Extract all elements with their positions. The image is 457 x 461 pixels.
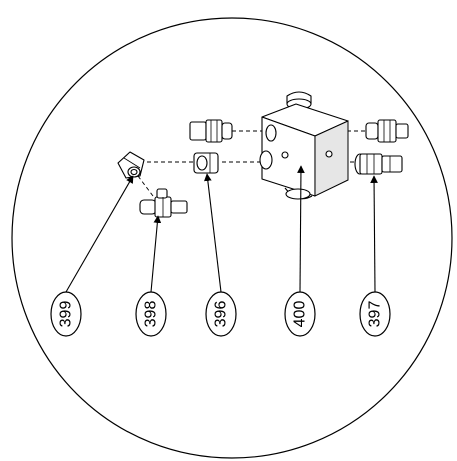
- callout-397: 397: [359, 291, 391, 337]
- fitting-397: [354, 153, 403, 175]
- leader-lines: [65, 165, 378, 293]
- nut-396: [193, 152, 219, 174]
- callout-399: 399: [50, 291, 82, 337]
- leader-399: [65, 175, 134, 293]
- callout-400: 400: [284, 291, 316, 337]
- callout-label-397: 397: [367, 301, 384, 328]
- leader-398: [150, 215, 162, 293]
- callout-label-400: 400: [292, 301, 309, 328]
- callout-398: 398: [135, 291, 167, 337]
- elbow-fitting-399: [117, 151, 145, 179]
- leader-397: [370, 175, 378, 293]
- detail-circle: [11, 17, 453, 459]
- leader-400: [297, 165, 305, 293]
- manifold-block-400: [259, 91, 349, 200]
- fitting-upper-right: [365, 119, 409, 143]
- callout-label-398: 398: [143, 301, 160, 328]
- callout-label-396: 396: [213, 301, 230, 328]
- leader-396: [203, 173, 222, 293]
- valve-fitting-398: [139, 188, 188, 218]
- callout-396: 396: [205, 291, 237, 337]
- fitting-upper-left: [189, 119, 233, 143]
- callout-label-399: 399: [58, 301, 75, 328]
